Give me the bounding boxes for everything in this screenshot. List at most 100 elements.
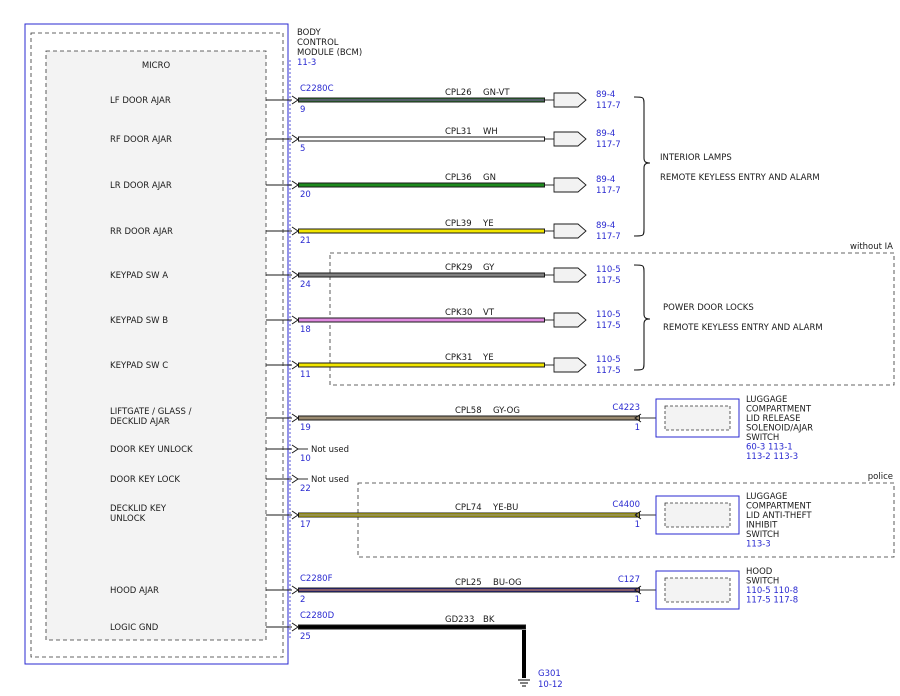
circuit-id: GD233 xyxy=(445,615,474,625)
component-name: COMPARTMENT xyxy=(746,405,812,415)
module-name-line-1: BODY xyxy=(297,28,321,38)
circuit-label: LOGIC GND xyxy=(110,623,159,633)
circuit-color-code: WH xyxy=(483,127,498,137)
page-ref-link[interactable]: 110-5 xyxy=(596,265,621,275)
circuit-label: UNLOCK xyxy=(110,514,146,524)
page-ref-link[interactable]: 89-4 xyxy=(596,129,615,139)
circuit-id: CPK29 xyxy=(445,263,472,273)
component-ref-link[interactable]: 113-2 113-3 xyxy=(746,452,798,462)
pin-number: 18 xyxy=(300,325,311,335)
bcm-outline xyxy=(24,23,289,665)
page-ref-link[interactable]: 117-7 xyxy=(596,232,621,242)
module-name-line-3: MODULE (BCM) xyxy=(297,48,362,58)
pin-chevron-icon xyxy=(291,474,299,484)
group-1-line-2: REMOTE KEYLESS ENTRY AND ALARM xyxy=(660,173,820,183)
continuation-arrow-icon[interactable] xyxy=(553,92,587,108)
continuation-arrow-icon[interactable] xyxy=(553,223,587,239)
pin-chevron-icon xyxy=(291,226,299,236)
circuit-id: CPK31 xyxy=(445,353,472,363)
component-name: SOLENOID/AJAR xyxy=(746,424,813,434)
component-name: LID ANTI-THEFT xyxy=(746,511,812,521)
brace-group-1 xyxy=(633,96,651,237)
continuation-arrow-icon[interactable] xyxy=(553,177,587,193)
page-ref-link[interactable]: 117-5 xyxy=(596,276,621,286)
page-ref-link[interactable]: 89-4 xyxy=(596,90,615,100)
circuit-color-code: YE xyxy=(482,219,494,229)
pin-number: 5 xyxy=(300,144,305,154)
component-name: COMPARTMENT xyxy=(746,502,812,512)
end-connector-id[interactable]: C127 xyxy=(618,575,640,585)
circuit-label: KEYPAD SW A xyxy=(110,271,168,281)
component-ref-link[interactable]: 117-5 117-8 xyxy=(746,596,798,606)
circuit-id: CPL31 xyxy=(445,127,472,137)
pin-chevron-icon xyxy=(291,510,299,520)
pin-number: 2 xyxy=(300,595,305,605)
circuit-label: DOOR KEY LOCK xyxy=(110,475,180,485)
group-1-line-1: INTERIOR LAMPS xyxy=(660,153,732,163)
connector-id[interactable]: C2280C xyxy=(300,84,334,94)
continuation-arrow-icon[interactable] xyxy=(553,267,587,283)
pin-number: 22 xyxy=(300,484,311,494)
continuation-arrow-icon[interactable] xyxy=(553,312,587,328)
component-inner xyxy=(664,502,731,528)
micro-label: MICRO xyxy=(142,61,171,71)
connector-id[interactable]: C2280F xyxy=(300,574,333,584)
circuit-label: LIFTGATE / GLASS / xyxy=(110,407,192,417)
pin-chevron-icon xyxy=(291,95,299,105)
page-ref-link[interactable]: 117-7 xyxy=(596,101,621,111)
pin-chevron-icon xyxy=(291,413,299,423)
option-box-police xyxy=(357,482,895,558)
page-ref-link[interactable]: 117-5 xyxy=(596,366,621,376)
page-ref-link[interactable]: 117-7 xyxy=(596,140,621,150)
end-pin-chevron-icon xyxy=(634,413,642,423)
group-2-line-1: POWER DOOR LOCKS xyxy=(663,303,754,313)
circuit-label: DOOR KEY UNLOCK xyxy=(110,445,193,455)
page-ref-link[interactable]: 110-5 xyxy=(596,310,621,320)
circuit-label: KEYPAD SW B xyxy=(110,316,168,326)
continuation-arrow-icon[interactable] xyxy=(553,131,587,147)
circuit-id: CPK30 xyxy=(445,308,472,318)
circuit-label: RF DOOR AJAR xyxy=(110,135,172,145)
circuit-color-code: GY-OG xyxy=(493,406,520,416)
component-name: INHIBIT xyxy=(746,521,778,531)
component-ref-link[interactable]: 60-3 113-1 xyxy=(746,443,793,453)
page-ref-link[interactable]: 117-5 xyxy=(596,321,621,331)
pin-number: 24 xyxy=(300,280,311,290)
page-ref-link[interactable]: 117-7 xyxy=(596,186,621,196)
component-ref-link[interactable]: 113-3 xyxy=(746,540,771,550)
component-name: HOOD xyxy=(746,567,773,577)
end-connector-id[interactable]: C4223 xyxy=(612,403,640,413)
group-2-line-2: REMOTE KEYLESS ENTRY AND ALARM xyxy=(663,323,823,333)
component-name: SWITCH xyxy=(746,530,779,540)
component-ref-link[interactable]: 110-5 110-8 xyxy=(746,586,798,596)
circuit-id: CPL36 xyxy=(445,173,472,183)
module-ref[interactable]: 11-3 xyxy=(297,58,316,68)
page-ref-link[interactable]: 89-4 xyxy=(596,221,615,231)
ground-ref[interactable]: 10-12 xyxy=(538,680,563,690)
pin-chevron-icon xyxy=(291,180,299,190)
circuit-id: CPL39 xyxy=(445,219,472,229)
ground-name[interactable]: G301 xyxy=(538,669,561,679)
circuit-color-code: GY xyxy=(483,263,495,273)
page-ref-link[interactable]: 89-4 xyxy=(596,175,615,185)
continuation-arrow-icon[interactable] xyxy=(553,357,587,373)
end-connector-id[interactable]: C4400 xyxy=(612,500,640,510)
connector-id[interactable]: C2280D xyxy=(300,611,335,621)
pin-number: 25 xyxy=(300,632,311,642)
page-ref-link[interactable]: 110-5 xyxy=(596,355,621,365)
pin-number: 19 xyxy=(300,423,311,433)
micro-box xyxy=(45,50,267,641)
circuit-color-code: BU-OG xyxy=(493,578,522,588)
